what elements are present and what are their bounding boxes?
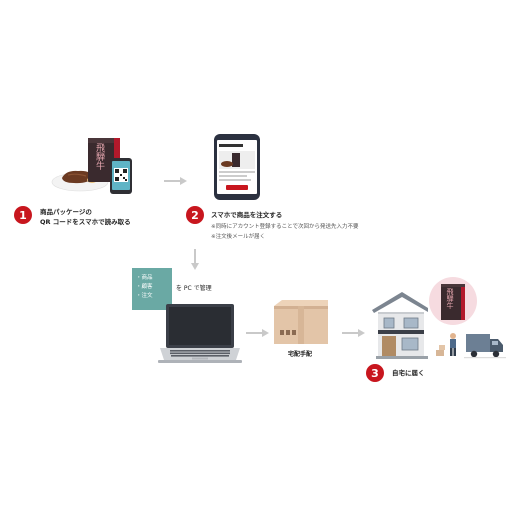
management-box: ・商品 ・顧客 ・注文 <box>132 268 172 310</box>
management-item-product: ・商品 <box>136 275 153 281</box>
step2-note-email: ※注文後メールが届く <box>211 234 266 240</box>
smartphone-order-screen <box>214 134 260 200</box>
step2-phone-illustration <box>212 134 262 200</box>
step1-caption-line1: 商品パッケージの <box>40 208 92 216</box>
beef-package-icon <box>429 277 477 325</box>
delivered-package-illustration: 飛騨牛 <box>428 276 478 326</box>
step1-caption-line2: QR コードをスマホで読み取る <box>40 218 131 226</box>
delivery-truck-icon <box>436 333 506 359</box>
step1-illustration: 飛騨牛 <box>48 128 148 198</box>
management-caption: を PC で管理 <box>176 285 212 292</box>
beef-package-qr-illustration <box>51 138 132 194</box>
step1-number-badge: 1 <box>14 206 32 224</box>
package-label: 飛騨牛 <box>94 143 104 170</box>
cardboard-box-icon <box>274 300 328 344</box>
step2-note-account: ※同時にアカウント登録することで次回から発送先入力不要 <box>211 224 359 230</box>
house-icon <box>372 292 428 359</box>
step2-caption: スマホで商品を注文する <box>211 211 283 219</box>
laptop-illustration <box>158 302 242 366</box>
step2-number-badge: 2 <box>186 206 204 224</box>
delivery-truck-illustration <box>436 328 508 360</box>
arrow-right-icon <box>342 329 365 337</box>
management-item-order: ・注文 <box>136 293 153 299</box>
delivered-package-label: 飛騨牛 <box>446 288 454 309</box>
shipping-caption: 宅配手配 <box>288 351 313 358</box>
house-illustration <box>372 292 430 360</box>
arrow-down-icon <box>191 249 199 270</box>
laptop-icon <box>158 304 242 363</box>
shipping-box-illustration <box>272 300 330 346</box>
step3-number-badge: 3 <box>366 364 384 382</box>
arrow-right-icon <box>164 177 187 185</box>
management-item-customer: ・顧客 <box>136 284 153 290</box>
step3-caption: 自宅に届く <box>392 369 425 377</box>
arrow-right-icon <box>246 329 269 337</box>
